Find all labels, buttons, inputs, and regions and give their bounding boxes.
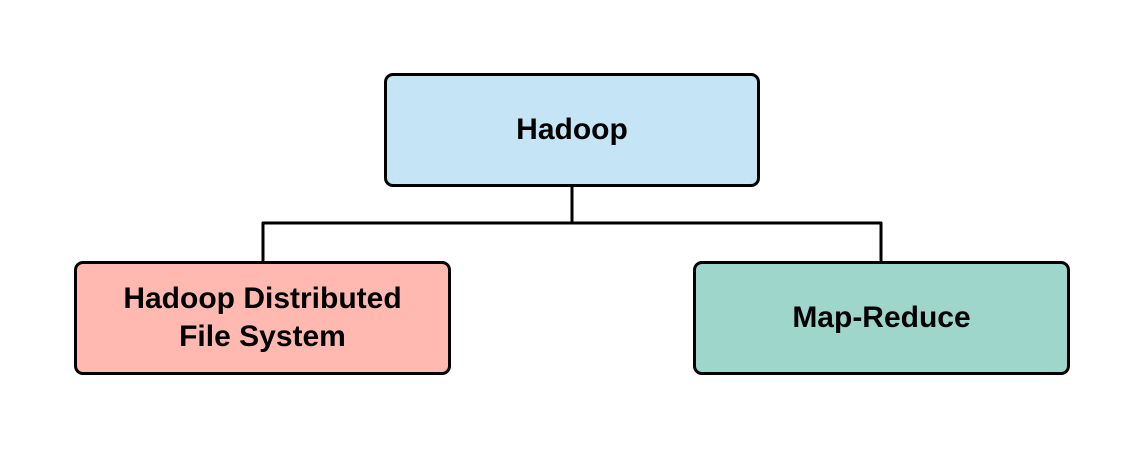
node-hadoop-label: Hadoop [516, 113, 628, 146]
node-map-reduce: Map-Reduce [693, 261, 1070, 375]
node-hdfs-label-line2: File System [179, 320, 346, 353]
node-map-reduce-label: Map-Reduce [792, 301, 971, 334]
node-hdfs-label-line1: Hadoop Distributed [123, 282, 402, 315]
node-hdfs: Hadoop Distributed File System [74, 261, 451, 375]
node-hadoop: Hadoop [384, 73, 760, 187]
